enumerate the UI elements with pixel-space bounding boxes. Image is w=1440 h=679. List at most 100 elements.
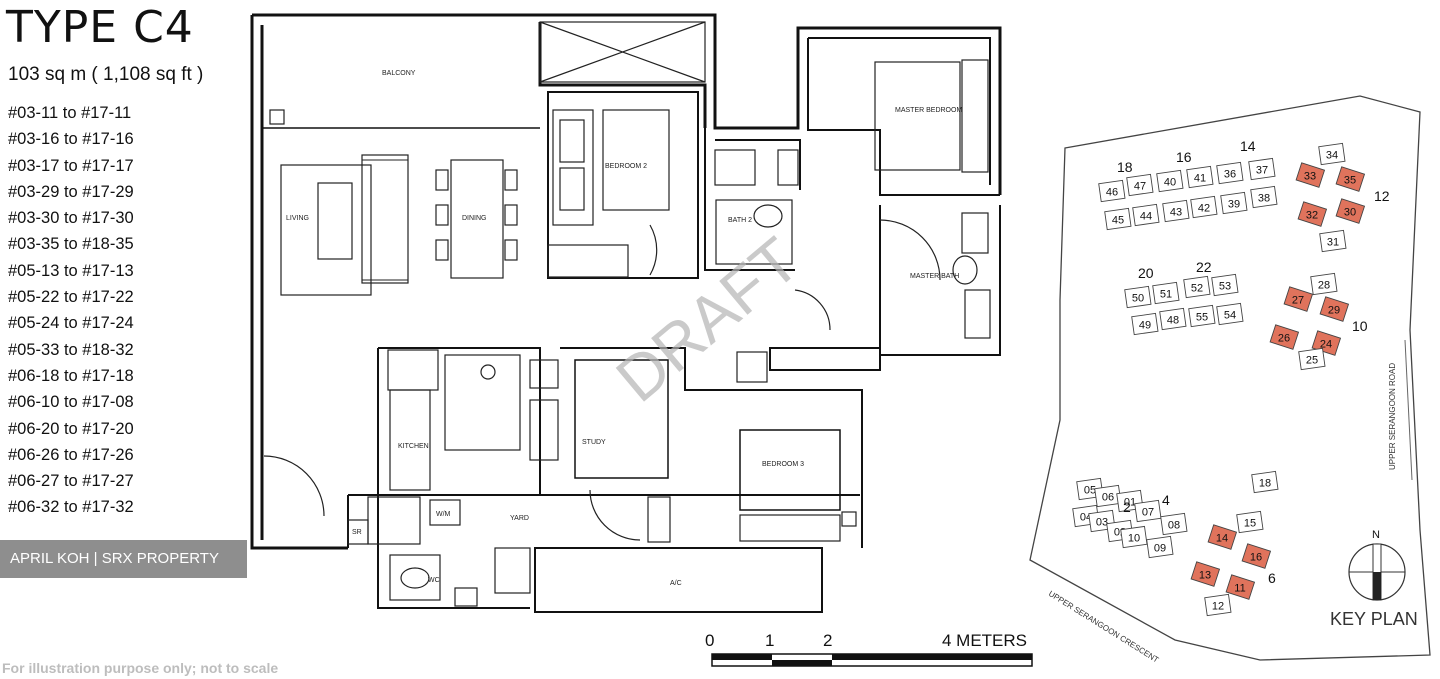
key-plan-unit-highlighted: 27 — [1283, 286, 1314, 312]
room-bedroom3: BEDROOM 3 — [762, 461, 804, 468]
scale-bar: 0 1 2 4 METERS — [705, 631, 1033, 667]
room-dining: DINING — [462, 215, 487, 222]
key-plan-unit-number: 14 — [1216, 533, 1228, 545]
key-plan-block-labels: 18 16 14 12 20 22 10 2 4 6 — [1117, 138, 1390, 586]
key-plan-unit-number: 37 — [1256, 165, 1268, 177]
key-plan-unit-number: 53 — [1219, 281, 1231, 293]
key-plan-unit-highlighted: 29 — [1319, 296, 1350, 322]
key-plan-unit: 47 — [1126, 173, 1154, 197]
scale-label-0: 0 — [705, 631, 714, 650]
key-plan-unit-number: 46 — [1106, 187, 1118, 199]
road-label-upper-serangoon: UPPER SERANGOON ROAD — [1388, 363, 1397, 470]
hatched-areas — [361, 159, 409, 281]
key-plan-unit-number: 10 — [1128, 533, 1140, 545]
key-plan-unit-number: 13 — [1199, 570, 1211, 582]
key-plan-unit-number: 52 — [1191, 283, 1203, 295]
key-plan-unit: 49 — [1131, 312, 1159, 336]
room-sr: SR — [352, 529, 362, 536]
key-plan-unit: 54 — [1216, 302, 1244, 326]
key-plan-unit: 46 — [1098, 179, 1126, 203]
block-label: 22 — [1196, 259, 1212, 275]
key-plan-unit: 48 — [1159, 307, 1187, 331]
key-plan-unit-number: 30 — [1344, 207, 1356, 219]
unit-type-title: TYPE C4 — [6, 2, 194, 53]
room-labels: BALCONY LIVING DINING BEDROOM 2 BATH 2 M… — [286, 70, 962, 587]
key-plan-unit-number: 29 — [1328, 305, 1340, 317]
key-plan-title: KEY PLAN — [1330, 609, 1418, 629]
key-plan-unit-highlighted: 35 — [1335, 166, 1366, 192]
key-plan-unit-number: 51 — [1160, 289, 1172, 301]
key-plan-unit-number: 18 — [1259, 478, 1271, 490]
key-plan-unit: 28 — [1310, 272, 1338, 296]
photographer-watermark: APRIL KOH | SRX PROPERTY — [0, 540, 247, 578]
key-plan-unit: 09 — [1146, 535, 1174, 559]
floor-plan-walls — [250, 13, 1002, 613]
key-plan-unit: 08 — [1160, 512, 1188, 536]
key-plan-unit-number: 42 — [1198, 203, 1210, 215]
key-plan-unit-number: 15 — [1244, 518, 1256, 530]
key-plan-unit: 12 — [1204, 593, 1232, 617]
room-yard: YARD — [510, 515, 529, 522]
unit-range-item: #05-13 to #17-13 — [8, 261, 134, 280]
key-plan-unit-highlighted: 11 — [1225, 574, 1256, 600]
scale-label-2: 2 — [823, 631, 832, 650]
room-study: STUDY — [582, 439, 606, 446]
key-plan-unit: 10 — [1120, 525, 1148, 549]
key-plan-unit: 41 — [1186, 165, 1214, 189]
key-plan-unit-highlighted: 13 — [1190, 561, 1221, 587]
key-plan-unit: 51 — [1152, 281, 1180, 305]
key-plan-unit-number: 35 — [1344, 175, 1356, 187]
unit-range-item: #03-35 to #18-35 — [8, 235, 134, 254]
key-plan-unit: 40 — [1156, 169, 1184, 193]
key-plan-unit: 42 — [1190, 195, 1218, 219]
unit-range-item: #03-29 to #17-29 — [8, 182, 134, 201]
key-plan-unit-highlighted: 16 — [1241, 543, 1272, 569]
key-plan-unit-number: 08 — [1168, 520, 1180, 532]
unit-range-item: #06-20 to #17-20 — [8, 419, 134, 438]
north-label: N — [1372, 529, 1380, 541]
room-master-bedroom: MASTER BEDROOM — [895, 107, 962, 114]
key-plan-unit-number: 31 — [1327, 237, 1339, 249]
key-plan-unit: 43 — [1162, 199, 1190, 223]
key-plan-unit-number: 45 — [1112, 215, 1124, 227]
key-plan-unit-number: 36 — [1224, 169, 1236, 181]
unit-range-item: #03-17 to #17-17 — [8, 156, 134, 175]
key-plan-unit: 25 — [1298, 347, 1326, 371]
key-plan-unit-number: 44 — [1140, 211, 1152, 223]
unit-range-item: #03-16 to #17-16 — [8, 130, 134, 149]
key-plan-unit-highlighted: 26 — [1269, 324, 1300, 350]
scale-label-4m: 4 METERS — [942, 631, 1027, 650]
key-plan-unit-number: 33 — [1304, 171, 1316, 183]
key-plan-unit: 38 — [1250, 185, 1278, 209]
key-plan-unit-number: 47 — [1134, 181, 1146, 193]
key-plan-unit-number: 07 — [1142, 507, 1154, 519]
key-plan-unit: 50 — [1124, 285, 1152, 309]
key-plan-unit: 36 — [1216, 161, 1244, 185]
room-balcony: BALCONY — [382, 70, 416, 77]
block-label: 2 — [1123, 499, 1131, 515]
key-plan-unit-number: 25 — [1306, 355, 1318, 367]
key-plan-unit-highlighted: 33 — [1295, 162, 1326, 188]
key-plan-unit: 53 — [1211, 273, 1239, 297]
block-label: 18 — [1117, 159, 1133, 175]
room-wc: WC — [428, 577, 440, 584]
key-plan-unit-number: 55 — [1196, 312, 1208, 324]
block-label: 6 — [1268, 570, 1276, 586]
block-label: 10 — [1352, 318, 1368, 334]
key-plan-unit-number: 26 — [1278, 333, 1290, 345]
unit-range-item: #03-11 to #17-11 — [8, 104, 132, 122]
key-plan-unit: 31 — [1319, 229, 1347, 253]
key-plan-unit-number: 06 — [1102, 492, 1114, 504]
floor-plan-fixtures — [263, 21, 991, 607]
key-plan-unit-number: 09 — [1154, 543, 1166, 555]
draft-stamp: DRAFT — [603, 223, 813, 415]
block-label: 16 — [1176, 149, 1192, 165]
unit-range-item: #06-26 to #17-26 — [8, 445, 134, 464]
key-plan-unit-number: 11 — [1234, 583, 1245, 595]
key-plan-unit-number: 48 — [1167, 315, 1179, 327]
key-plan-unit-highlighted: 14 — [1207, 524, 1238, 550]
key-plan-unit-number: 38 — [1258, 193, 1270, 205]
